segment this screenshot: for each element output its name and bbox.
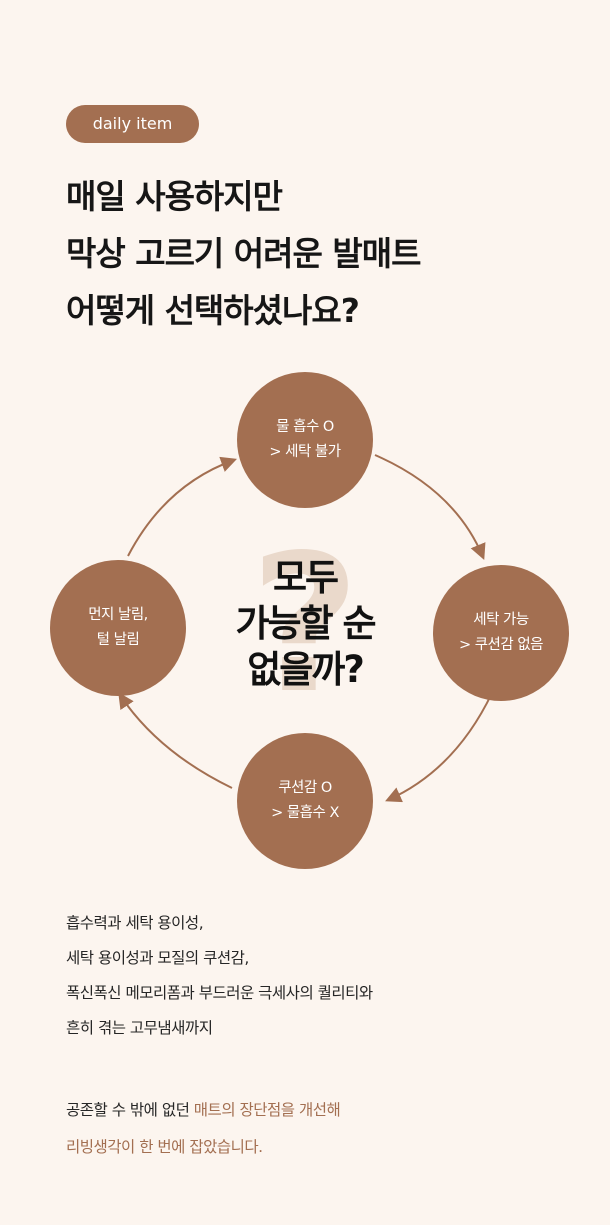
arrow-left-to-top xyxy=(127,456,238,557)
closing-line-1-accent: 매트의 장단점을 개선해 xyxy=(193,1101,341,1119)
daily-item-badge: daily item xyxy=(66,105,199,143)
closing-line-2: 리빙생각이 한 번에 잡았습니다. xyxy=(66,1129,340,1166)
circle-right-line-2: > 쿠션감 없음 xyxy=(458,637,544,653)
center-line-2: 가능할 순 xyxy=(235,602,376,645)
circle-dust-lint: 먼지 날림, 털 날림 xyxy=(50,560,186,696)
center-line-1: 모두 xyxy=(272,556,339,599)
arrow-top-to-right xyxy=(374,454,486,560)
body-line-3: 폭신폭신 메모리폼과 부드러운 극세사의 퀄리티와 xyxy=(66,984,373,1002)
circle-top-line-1: 물 흡수 O xyxy=(276,419,334,435)
arrow-bottom-to-left xyxy=(118,692,233,789)
cycle-arrows xyxy=(118,454,493,803)
circle-right-line-1: 세탁 가능 xyxy=(473,612,529,628)
circle-left-line-2: 털 날림 xyxy=(96,632,140,648)
body-line-4: 흔히 겪는 고무냄새까지 xyxy=(66,1019,213,1037)
closing-line-2-accent: 리빙생각이 한 번에 잡았습니다. xyxy=(66,1138,263,1156)
headline-line-3: 어떻게 선택하셨나요? xyxy=(66,291,360,330)
background-question-mark: ? xyxy=(249,514,361,735)
headline-line-1: 매일 사용하지만 xyxy=(66,177,283,216)
headline-line-2: 막상 고르기 어려운 발매트 xyxy=(66,234,421,273)
body-line-2: 세탁 용이성과 모질의 쿠션감, xyxy=(66,949,249,967)
headline: 매일 사용하지만 막상 고르기 어려운 발매트 어떻게 선택하셨나요? xyxy=(66,168,421,339)
closing-paragraph: 공존할 수 밖에 없던 매트의 장단점을 개선해 리빙생각이 한 번에 잡았습니… xyxy=(66,1092,341,1166)
body-paragraph: 흡수력과 세탁 용이성, 세탁 용이성과 모질의 쿠션감, 폭신폭신 메모리폼과… xyxy=(66,906,373,1046)
center-line-3: 없을까? xyxy=(247,648,365,691)
closing-line-1: 공존할 수 밖에 없던 매트의 장단점을 개선해 xyxy=(66,1092,341,1129)
arrow-right-to-bottom xyxy=(385,692,493,803)
circle-bottom-line-1: 쿠션감 O xyxy=(278,780,332,796)
circle-water-absorption: 물 흡수 O > 세탁 불가 xyxy=(237,372,373,508)
circle-washable: 세탁 가능 > 쿠션감 없음 xyxy=(433,565,569,701)
cycle-diagram: ? 물 흡수 O > 세탁 불가 세탁 가능 > 쿠션감 없음 쿠션감 O > … xyxy=(0,360,610,880)
circle-top-line-2: > 세탁 불가 xyxy=(269,444,341,460)
center-question: 모두 가능할 순 없을까? xyxy=(190,555,420,693)
body-line-1: 흡수력과 세탁 용이성, xyxy=(66,914,204,932)
circle-left-line-1: 먼지 날림, xyxy=(88,607,148,623)
circle-cushion: 쿠션감 O > 물흡수 X xyxy=(237,733,373,869)
circle-bottom-line-2: > 물흡수 X xyxy=(271,805,339,821)
closing-line-1-plain: 공존할 수 밖에 없던 xyxy=(66,1101,194,1119)
